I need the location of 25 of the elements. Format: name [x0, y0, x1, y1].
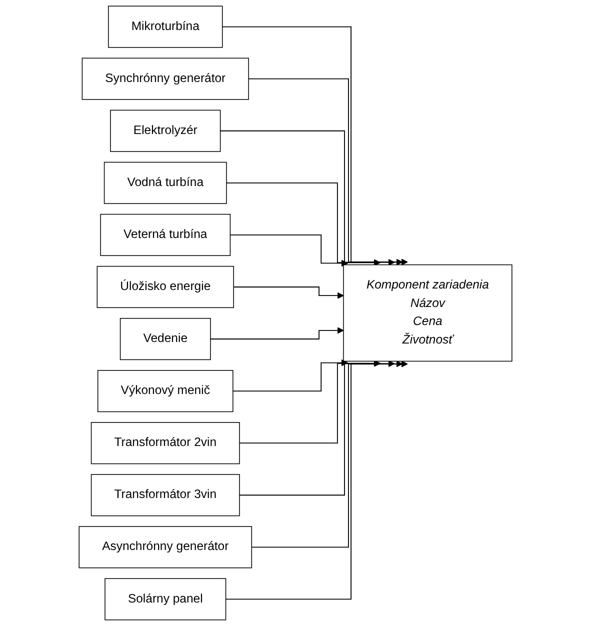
arrow	[226, 182, 382, 266]
node-box: Synchrónny generátor	[82, 58, 250, 100]
arrow	[232, 359, 349, 392]
node-box: Komponent zariadenia Názov Cena Životnosť	[344, 264, 513, 362]
arrow	[226, 360, 408, 600]
node-box: Úložisko energie	[97, 266, 234, 308]
node-box: Výkonový menič	[98, 370, 234, 412]
node-box: Elektrolyzér	[110, 110, 222, 152]
arrow	[230, 234, 349, 267]
arrow	[252, 360, 404, 548]
node-box: Vedenie	[120, 318, 212, 360]
arrow	[222, 26, 408, 266]
arrow	[234, 286, 344, 299]
node-box: Veterná turbína	[100, 214, 232, 256]
node-box: Transformátor 3vin	[91, 474, 240, 516]
arrow	[220, 130, 396, 266]
arrow	[210, 327, 344, 340]
node-box: Asynchrónny generátor	[79, 526, 252, 568]
arrow	[240, 360, 396, 496]
node-box: Solárny panel	[105, 578, 227, 620]
arrow	[240, 360, 382, 444]
node-box: Vodná turbína	[104, 162, 228, 204]
node-box: Mikroturbína	[108, 6, 224, 48]
arrow	[248, 78, 404, 266]
node-box: Transformátor 2vin	[91, 422, 240, 464]
